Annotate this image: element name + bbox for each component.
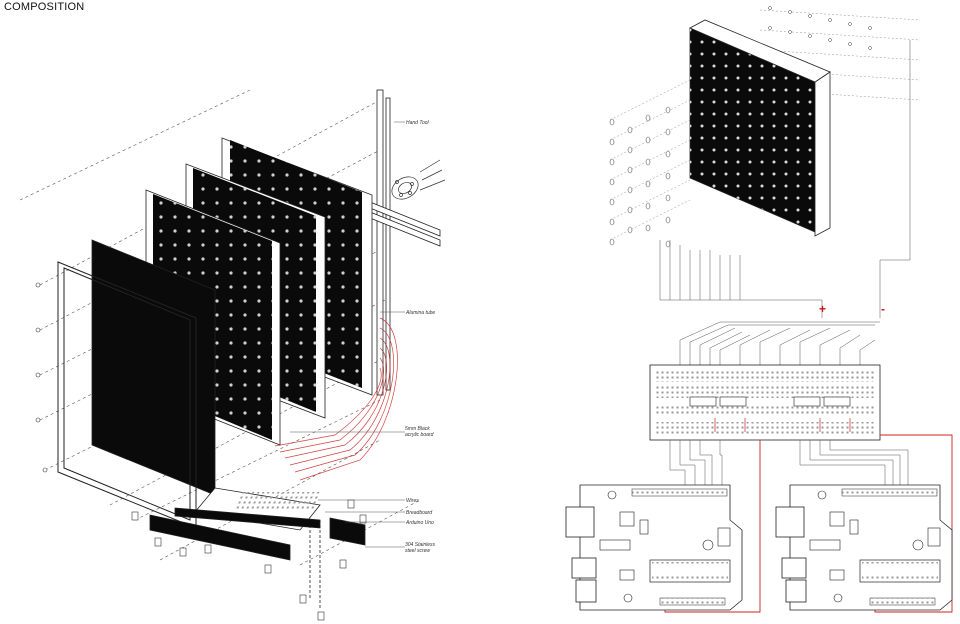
base-assembly [149,487,366,561]
arduino-uno-left [565,484,743,611]
label-acrylic-board: 5mm Black acrylic board [405,426,434,438]
arduino-uno-right [775,484,953,611]
hand-tool [391,159,446,200]
label-alumina-tube: Alumina tube [405,310,435,316]
label-hand-tool: Hand Tool [406,120,429,126]
label-screw: 304 Stainless steel screw [405,542,436,554]
negative-terminal-label: - [881,302,885,316]
exploded-assembly: Hand Tool Alumina tube 5mm Black acrylic… [19,89,446,621]
alumina-tube-rods [309,89,391,610]
screws [35,282,367,621]
positive-terminal-label: + [819,302,826,316]
page-title: COMPOSITION [4,1,85,13]
label-breadboard: Breadboard [406,510,432,516]
control-wires [669,440,909,490]
led-panel-view: + - [609,6,921,318]
label-arduino-uno: Arduino Uno [405,520,434,526]
red-wires [274,317,398,481]
label-wires: Wires [406,498,419,504]
breadboard [649,321,881,441]
callout-lines [290,121,405,548]
